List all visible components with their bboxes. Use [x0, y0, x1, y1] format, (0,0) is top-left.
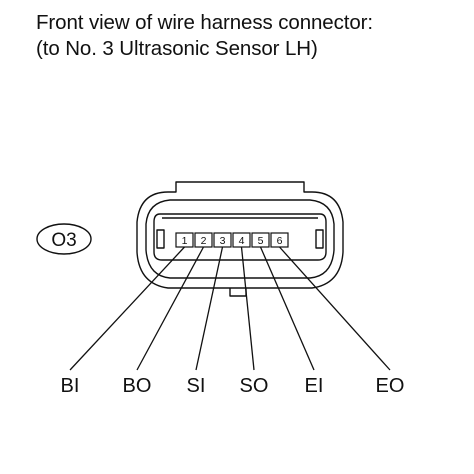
connector-outer-housing: [136, 181, 344, 289]
signal-labels: BI BO SI SO EI EO: [61, 375, 405, 397]
pin-number-1: 1: [182, 235, 188, 247]
signal-label-eo: EO: [376, 375, 405, 397]
signal-label-so: SO: [240, 375, 269, 397]
connector-inner-housing: [145, 199, 335, 279]
diagram-caption: Front view of wire harness connector: (t…: [36, 10, 373, 62]
pin-boxes: [175, 232, 289, 248]
signal-label-bi: BI: [61, 375, 80, 397]
pin-numbers: 1 2 3 4 5 6: [182, 235, 283, 247]
terminal-cavity: [153, 213, 327, 261]
pin-number-4: 4: [239, 235, 245, 247]
signal-label-bo: BO: [123, 375, 152, 397]
leader-line-4: [240, 246, 255, 371]
pin-number-3: 3: [220, 235, 226, 247]
leader-lines: [69, 246, 391, 371]
signal-label-ei: EI: [305, 375, 324, 397]
left-key: [156, 229, 165, 249]
caption-line-1: Front view of wire harness connector:: [36, 11, 373, 34]
pin-number-6: 6: [277, 235, 283, 247]
leader-line-3: [195, 246, 224, 371]
connector-code: O3: [51, 230, 76, 251]
pin-number-5: 5: [258, 235, 264, 247]
leader-line-6: [279, 246, 391, 371]
leader-line-1: [69, 246, 185, 371]
bottom-notch: [229, 288, 247, 297]
pin-number-2: 2: [201, 235, 207, 247]
leader-line-2: [136, 246, 205, 371]
caption-line-2: (to No. 3 Ultrasonic Sensor LH): [36, 37, 318, 60]
right-key: [315, 229, 324, 249]
signal-label-si: SI: [187, 375, 206, 397]
leader-line-5: [259, 246, 315, 371]
connector-code-oval: [36, 223, 92, 255]
